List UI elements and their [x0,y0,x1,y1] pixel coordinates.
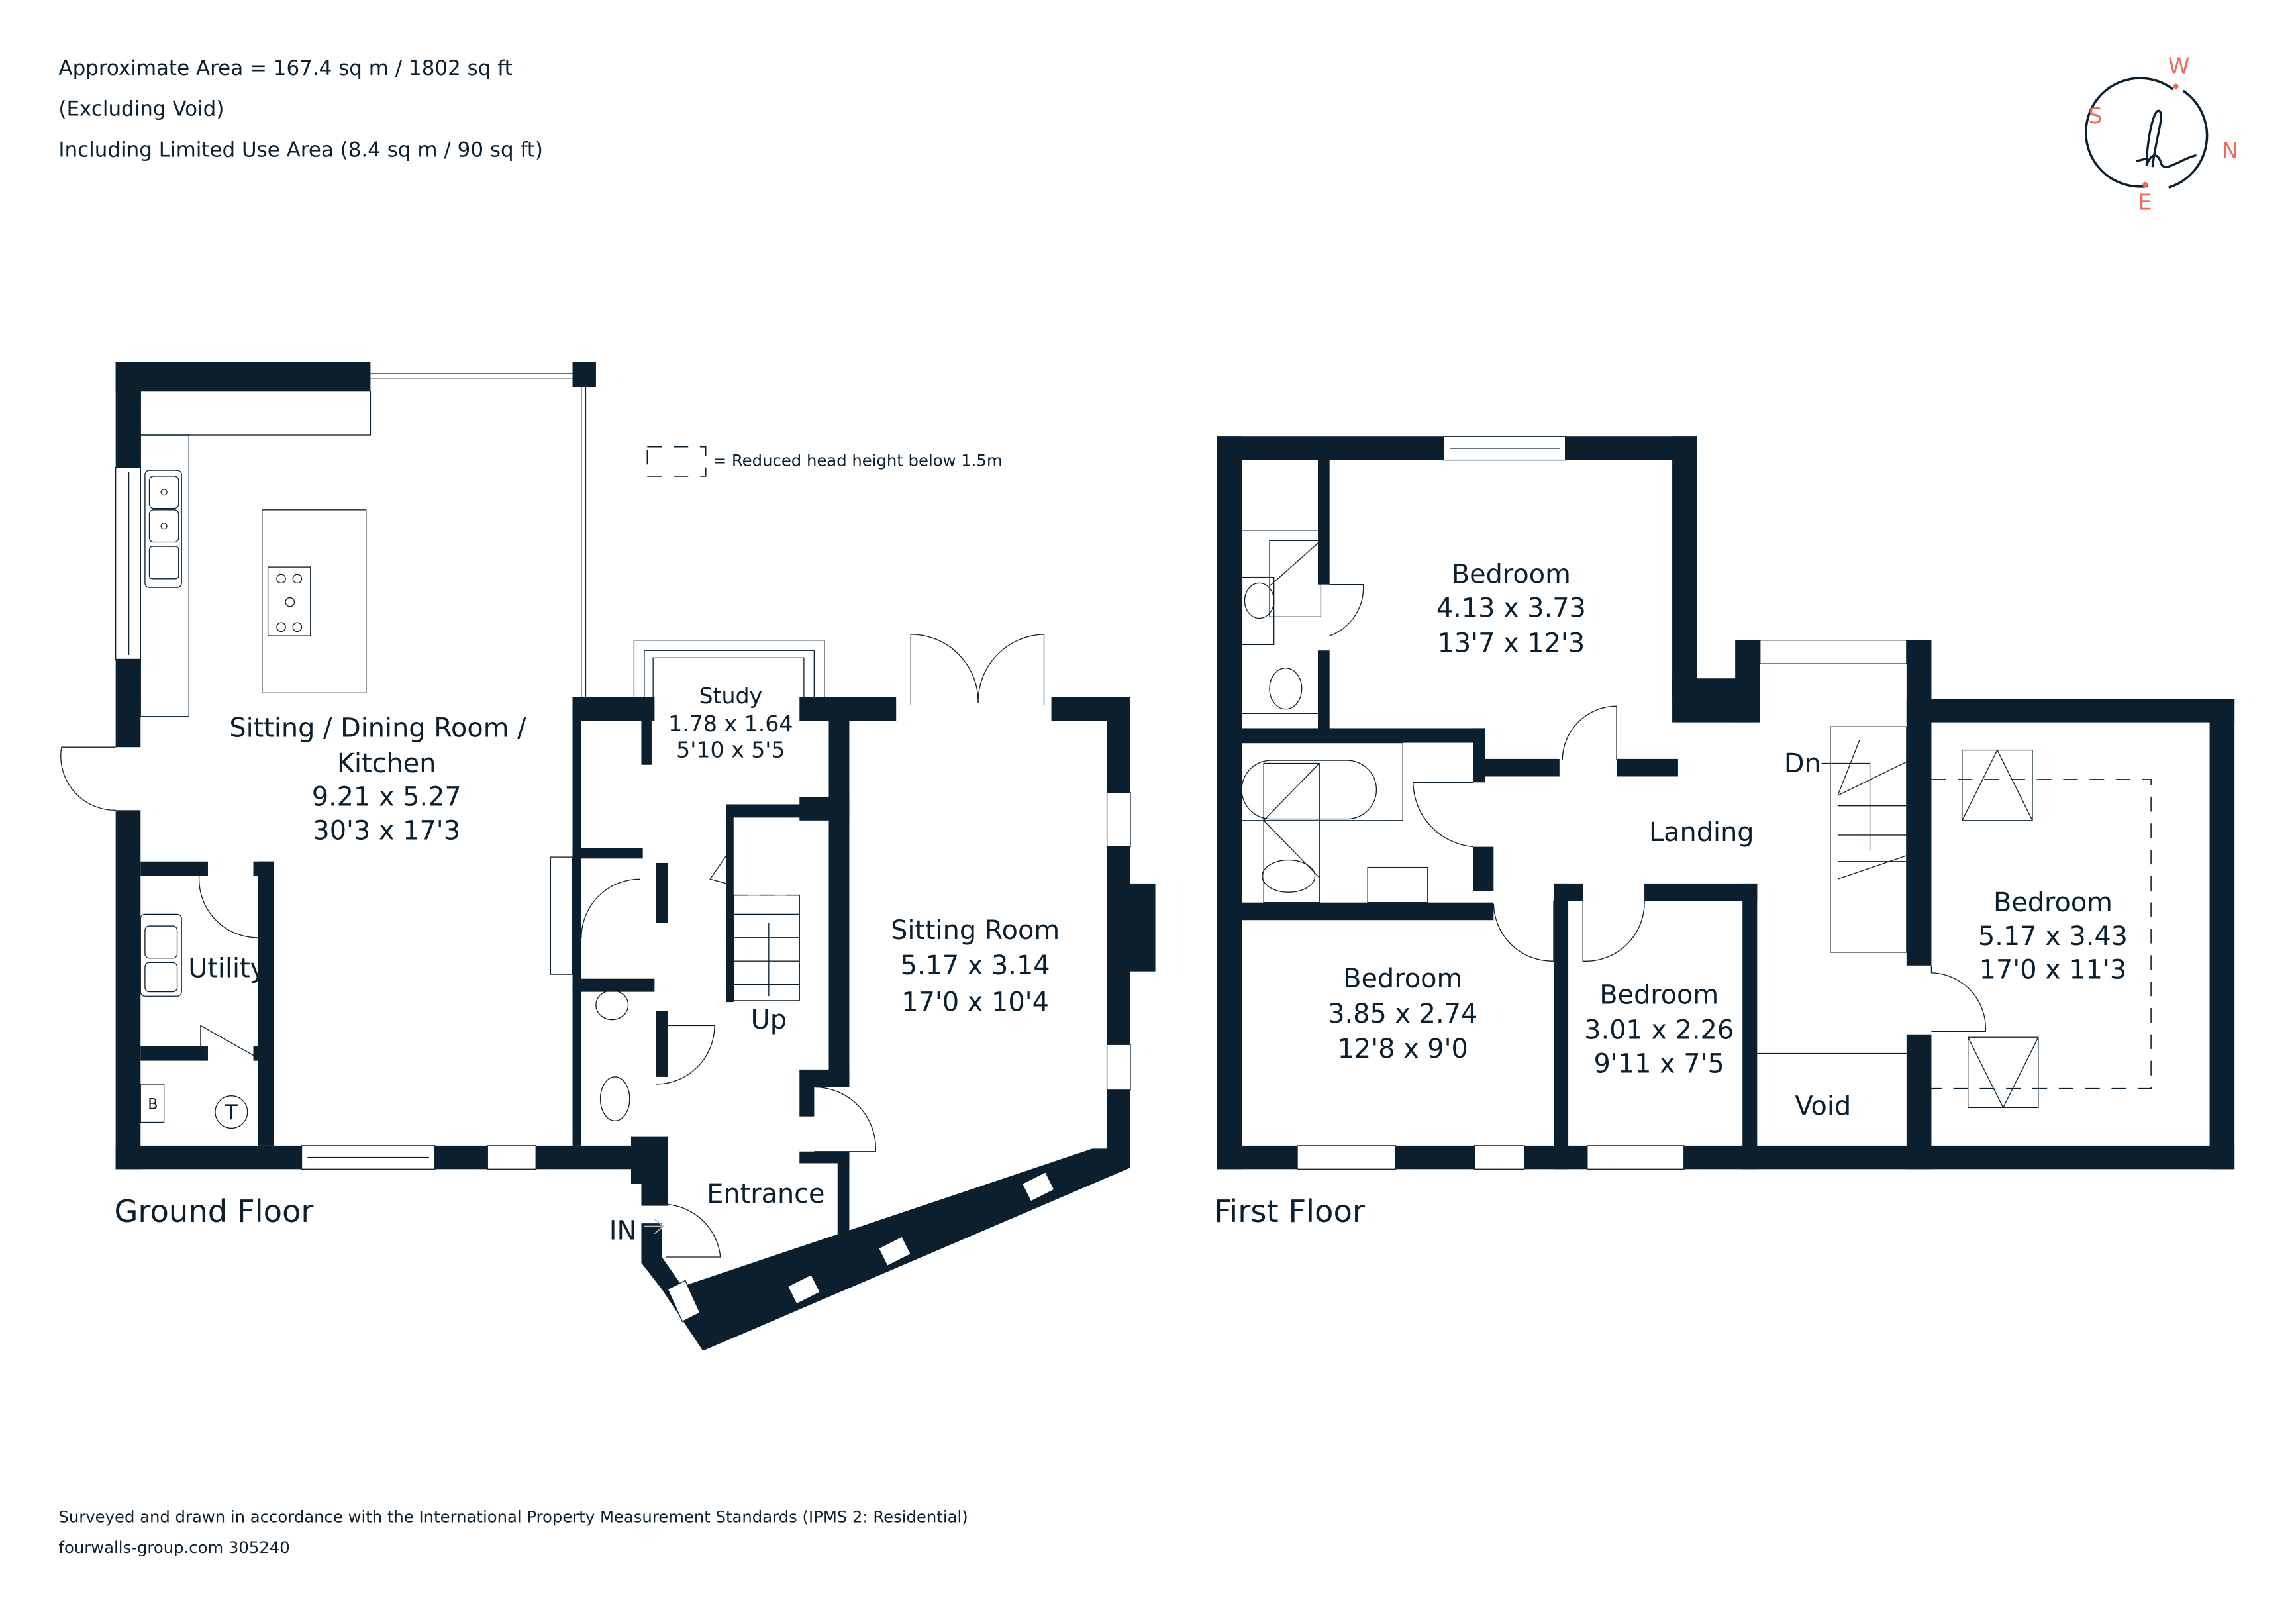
kitchen-imperial: 30'3 x 17'3 [313,816,460,846]
study-name: Study [699,683,762,709]
dashed-box-icon [646,446,707,477]
kitchen-metric: 9.21 x 5.27 [312,782,462,813]
sitting-room-metric: 5.17 x 3.14 [901,950,1050,981]
tank-label: T [225,1101,238,1125]
entry-arrow-icon [644,1218,665,1235]
bedroom-2-name: Bedroom [1343,964,1462,994]
bedroom-1-name: Bedroom [1452,559,1571,589]
footer: Surveyed and drawn in accordance with th… [58,1507,968,1556]
first-floor-label: First Floor [1214,1193,1366,1229]
reference-number: fourwalls-group.com 305240 [58,1538,289,1557]
bedroom-3-metric: 3.01 x 2.26 [1584,1015,1734,1045]
area-summary: Approximate Area = 167.4 sq m / 1802 sq … [58,56,543,162]
bedroom-2-imperial: 12'8 x 9'0 [1338,1034,1468,1064]
excluding-void-line: (Excluding Void) [58,97,224,121]
compass-south: S [2089,103,2103,128]
entrance-name: Entrance [707,1179,824,1209]
legend-reduced-head-height: = Reduced head height below 1.5m [646,446,1003,477]
stairs-up-label: Up [751,1005,787,1035]
ground-floor-label: Ground Floor [114,1193,314,1229]
bedroom-4-imperial: 17'0 x 11'3 [1979,955,2127,985]
limited-use-line: Including Limited Use Area (8.4 sq m / 9… [58,138,543,162]
utility-name: Utility [188,953,266,984]
in-label: IN [609,1215,637,1246]
landing-name: Landing [1649,817,1754,848]
sitting-room-name: Sitting Room [891,915,1060,946]
compass-icon: W S N E [2085,53,2238,215]
void-name: Void [1795,1091,1851,1121]
standards-note: Surveyed and drawn in accordance with th… [58,1507,968,1526]
compass-east: E [2138,189,2152,215]
sitting-room-imperial: 17'0 x 10'4 [901,987,1049,1017]
bedroom-3-imperial: 9'11 x 7'5 [1594,1048,1724,1079]
boiler-label: B [148,1096,158,1113]
kitchen-name-line1: Sitting / Dining Room / [229,713,526,744]
bedroom-4-name: Bedroom [1993,887,2113,918]
bedroom-3-name: Bedroom [1599,980,1719,1010]
ground-floor-plan: B T Sitting / Dining Room / Kitchen 9.21… [60,362,1156,1351]
bedroom-1-imperial: 13'7 x 12'3 [1438,628,1585,658]
bedroom-1-metric: 4.13 x 3.73 [1436,593,1586,623]
study-metric: 1.78 x 1.64 [668,711,793,736]
kitchen-name-line2: Kitchen [337,748,436,779]
study-imperial: 5'10 x 5'5 [676,737,785,763]
legend-text: = Reduced head height below 1.5m [713,450,1003,470]
bedroom-4-metric: 5.17 x 3.43 [1978,921,2128,952]
first-floor-plan: Bedroom 4.13 x 3.73 13'7 x 12'3 Bedroom … [1214,436,2235,1229]
stairs-down-label: Dn [1784,748,1821,779]
compass-west: W [2168,53,2190,79]
area-line: Approximate Area = 167.4 sq m / 1802 sq … [58,56,512,80]
bedroom-2-metric: 3.85 x 2.74 [1328,999,1477,1029]
compass-north: N [2222,138,2238,164]
